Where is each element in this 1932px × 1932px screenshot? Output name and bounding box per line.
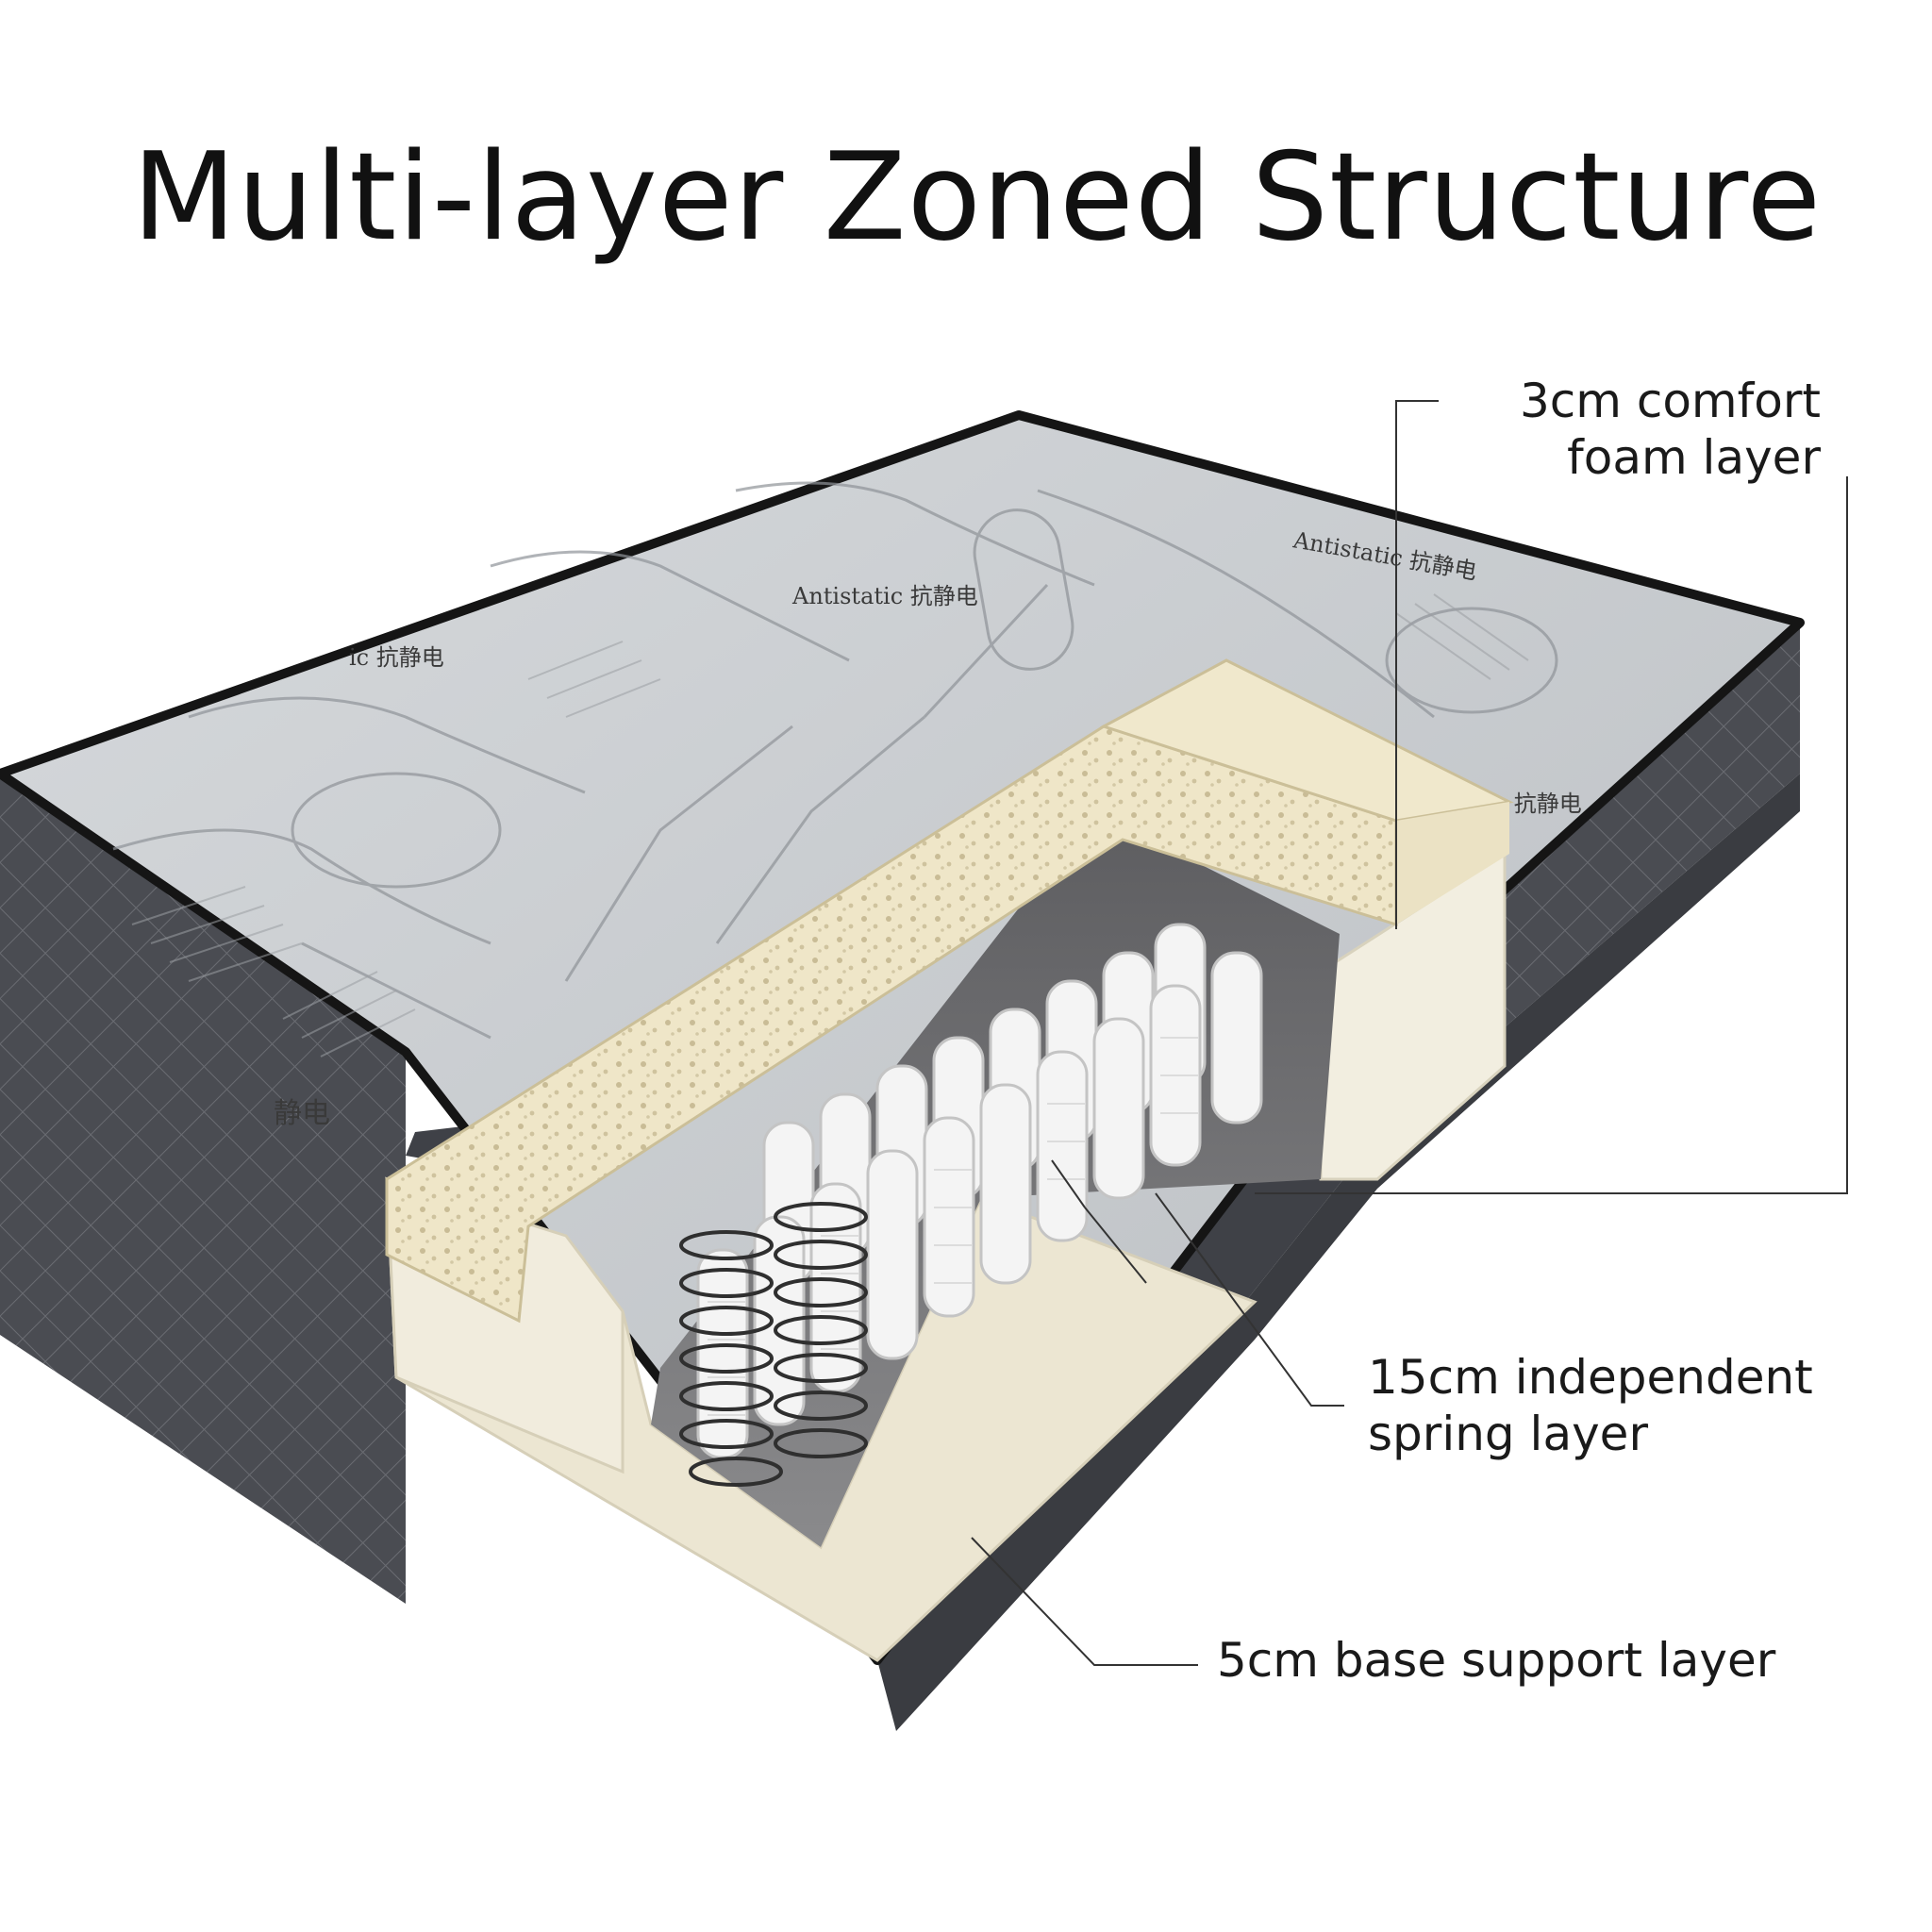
- leader-comfort: [1395, 400, 1439, 929]
- leader-spring: [1084, 1207, 1147, 1284]
- leader-lines: [971, 400, 1848, 1666]
- callout-spring-line1: 15cm independent: [1368, 1350, 1813, 1405]
- print-text-5: 静电: [274, 1097, 330, 1130]
- callout-comfort-line1: 3cm comfort: [1519, 374, 1821, 428]
- callout-comfort: 3cm comfort foam layer: [1396, 373, 1821, 486]
- print-text-1: Antistatic 抗静电: [791, 583, 978, 609]
- callout-spring: 15cm independent spring layer: [1368, 1349, 1896, 1462]
- leader-spring-diag: [1051, 1159, 1086, 1208]
- leader-spring-main: [1155, 1192, 1344, 1407]
- page-title: Multi-layer Zoned Structure: [132, 127, 1823, 268]
- coil-springs: [679, 1202, 868, 1487]
- callout-comfort-line2: foam layer: [1567, 430, 1821, 485]
- callout-base: 5cm base support layer: [1217, 1633, 1776, 1688]
- cross-section: [385, 658, 1514, 1662]
- leader-base: [971, 1537, 1198, 1666]
- print-text-4: ic 抗静电: [349, 644, 444, 671]
- callout-spring-line2: spring layer: [1368, 1407, 1648, 1461]
- leader-spring-top: [1255, 476, 1848, 1194]
